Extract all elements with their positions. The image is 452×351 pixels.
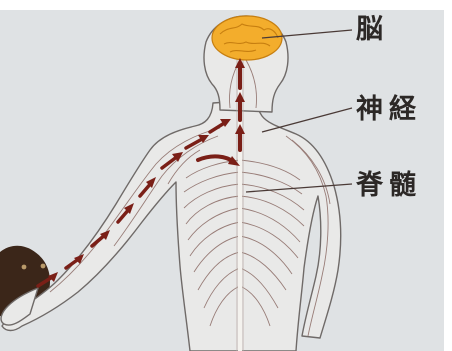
- animal-eye: [22, 265, 27, 270]
- top-border: [0, 0, 452, 10]
- animal-eye: [41, 264, 46, 269]
- brain: [212, 16, 282, 60]
- spinal-cord-label: 脊髄: [356, 172, 422, 199]
- right-border: [444, 0, 452, 351]
- nerve-label: 神経: [356, 96, 422, 123]
- brain-label: 脳: [356, 16, 383, 43]
